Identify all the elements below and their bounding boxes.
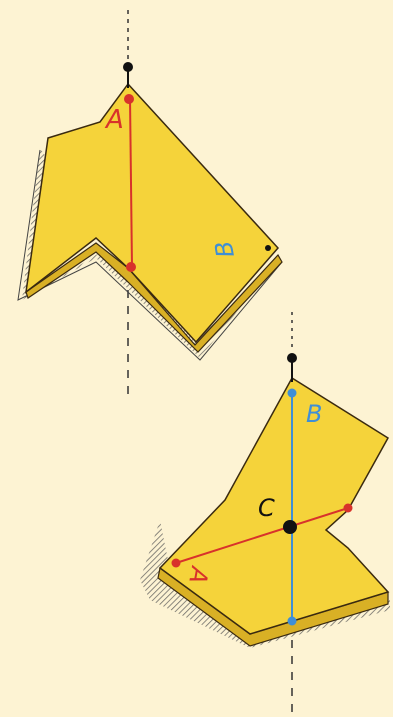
bottom-red-dot-a — [171, 558, 181, 568]
top-label-a: A — [104, 105, 124, 135]
bottom-label-c: C — [258, 494, 275, 522]
top-plate-shadow-edge — [17, 149, 283, 361]
top-plate-side — [25, 242, 283, 353]
top-point-b — [265, 245, 271, 251]
bottom-red-dot-right — [343, 503, 353, 513]
top-red-dot-bottom — [126, 262, 136, 272]
bottom-figure: B C A — [140, 312, 390, 712]
top-red-dot-a — [124, 94, 134, 104]
top-red-line — [129, 97, 133, 269]
top-label-b: B — [209, 239, 239, 260]
bottom-label-b: B — [306, 400, 322, 428]
top-pin-head — [123, 62, 133, 72]
bottom-red-line — [175, 507, 349, 564]
bottom-blue-dot-b — [287, 388, 297, 398]
top-figure: A B — [17, 10, 283, 395]
bottom-plate — [158, 376, 390, 635]
bottom-label-a: A — [183, 563, 214, 586]
bottom-blue-dot-bottom — [287, 616, 297, 626]
bottom-center-c — [283, 520, 297, 534]
top-plate — [24, 82, 280, 344]
bottom-pin-head — [287, 353, 297, 363]
